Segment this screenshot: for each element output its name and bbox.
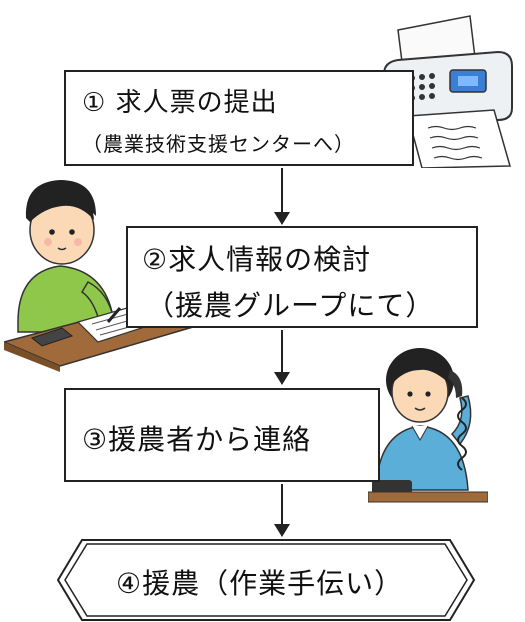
step-3-title: ③援農者から連絡 [82,423,312,456]
step-1-title: ① 求人票の提出 [82,88,278,118]
step-4-title: ④援農（作業手伝い） [116,567,404,600]
step-1-box: ① 求人票の提出 （農業技術支援センターへ） [64,70,414,166]
flow-arrow-1 [274,168,290,225]
step-2-subtitle: （援農グループにて） [146,289,435,322]
step-2-box: ②求人情報の検討 （援農グループにて） [126,226,478,328]
step-3-box: ③援農者から連絡 [64,388,380,482]
step-2-title: ②求人情報の検討 [142,243,372,276]
flow-arrow-3 [274,484,290,537]
step-1-subtitle: （農業技術支援センターへ） [82,132,355,156]
person-on-phone-icon [368,348,488,503]
flow-arrow-2 [274,330,290,385]
step-4-hexagon [56,539,476,621]
